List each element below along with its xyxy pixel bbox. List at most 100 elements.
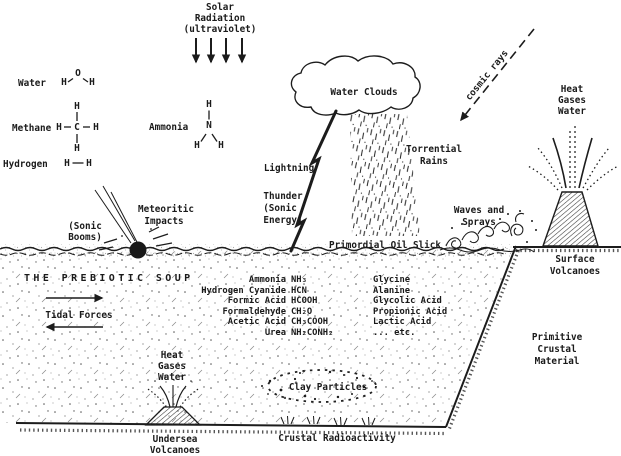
meteor-trail <box>94 189 132 244</box>
chemical-product: Propionic Acid <box>373 306 447 317</box>
solar-radiation-label: (ultraviolet) <box>184 24 257 35</box>
chemical-product: ... etc. <box>373 328 415 338</box>
slope-hatching <box>448 246 521 430</box>
atom-h: H <box>89 77 95 88</box>
ammonia-label: Ammonia <box>149 122 189 133</box>
atom-h: H <box>86 158 92 169</box>
land: Heat Gases Water Surface Volcanoes Primi… <box>527 84 619 367</box>
clay-dot <box>268 379 272 383</box>
soup-stipple-texture <box>0 248 513 427</box>
chemical-name: Ammonia <box>249 274 286 285</box>
chemical-name: Urea <box>265 328 286 338</box>
eruption-spray <box>527 165 559 191</box>
solar-radiation: Solar Radiation (ultraviolet) <box>184 2 257 64</box>
thunder-label: Thunder <box>263 191 303 202</box>
surface-volcanoes-label: Surface <box>555 254 595 265</box>
spray-dot <box>519 210 521 212</box>
lightning-bolt <box>289 109 338 253</box>
atom-h: H <box>74 101 80 112</box>
prebiotic-soup-title: THE PREBIOTIC SOUP <box>24 273 194 284</box>
waves-sprays-label: Waves and <box>454 205 504 216</box>
solar-radiation-label: Solar <box>206 2 234 13</box>
splash-stroke <box>148 226 160 233</box>
prebiotic-soup-region <box>0 248 513 427</box>
wave-scribble <box>477 225 494 237</box>
soup-content: THE PREBIOTIC SOUP Tidal Forces Ammonia … <box>24 273 447 403</box>
wave-scribble <box>510 223 524 237</box>
chemical-formula: HCOOH <box>291 296 317 306</box>
meteoritic-impact: Meteoritic Impacts (Sonic Booms) <box>68 185 194 259</box>
meteor-trail <box>102 185 136 242</box>
clay-dot <box>313 397 317 401</box>
water-label: Water <box>18 78 46 89</box>
chemical-formula: NH₂CONH₂ <box>291 328 333 338</box>
spray-dot <box>526 241 528 243</box>
thunder-label: Energy) <box>263 215 302 226</box>
chemical-product: Glycine <box>373 274 410 285</box>
spray-dot <box>451 227 453 229</box>
radioactivity-burst <box>280 415 295 425</box>
undersea-volcano-cone <box>144 406 202 426</box>
solar-radiation-label: Radiation <box>195 13 245 24</box>
splash-dot <box>121 235 123 237</box>
atom-h: H <box>56 122 62 133</box>
continental-slope-line <box>445 245 517 428</box>
bond <box>200 133 207 142</box>
spray-dot <box>154 380 156 382</box>
splash-stroke <box>98 246 114 251</box>
clay-dot <box>343 374 345 376</box>
clay-dot <box>362 385 366 389</box>
torrential-rains-label: Torrential <box>406 144 462 155</box>
undersea-volcano: Heat Gases Water Undersea Volcanoes <box>144 350 202 456</box>
sonic-booms-label: (Sonic <box>68 221 102 232</box>
rain-shower <box>350 114 420 236</box>
atom-h: H <box>61 77 67 88</box>
atom-n: N <box>206 120 212 131</box>
cosmic-rays-label: cosmic rays <box>463 48 510 103</box>
undersea-volcanoes-label: Undersea <box>153 434 198 445</box>
atom-h: H <box>93 122 99 133</box>
clay-dot <box>336 395 340 399</box>
wave-scribble <box>493 221 510 233</box>
torrential-rains-label: Rains <box>420 156 448 167</box>
chemical-name: Hydrogen Cyanide <box>201 285 286 296</box>
molecule-hydrogen: Hydrogen H H <box>3 158 92 170</box>
atom-h: H <box>64 158 70 169</box>
spray-dot <box>180 375 182 377</box>
chemical-name: Formic Acid <box>228 295 286 306</box>
tidal-forces-label: Tidal Forces <box>45 310 112 321</box>
primitive-crustal-label: Material <box>535 356 580 367</box>
seafloor: Heat Gases Water Undersea Volcanoes Crus… <box>15 245 621 456</box>
meteoritic-impacts-label: Impacts <box>144 216 183 227</box>
seafloor-hatching <box>19 428 445 436</box>
clay-dot <box>284 397 286 399</box>
splash-stroke <box>155 242 173 247</box>
clay-dot <box>328 370 332 374</box>
eruption-jet <box>552 137 567 189</box>
spray-dot <box>461 223 463 225</box>
undersea-emission-label: Heat <box>161 350 183 361</box>
bond <box>67 77 74 83</box>
waves-sprays-label: Sprays <box>462 217 496 228</box>
spray-dot <box>190 380 192 382</box>
spray-dot <box>535 229 537 231</box>
soup-chemical-list: Ammonia NH₃ Glycine Hydrogen Cyanide HCN… <box>201 274 447 338</box>
lightning: Lightning Thunder (Sonic Energy) <box>263 109 338 253</box>
sonic-booms-label: Booms) <box>68 232 102 243</box>
spray-dot <box>531 220 533 222</box>
clay-cluster-ring <box>267 369 377 403</box>
clay-dot <box>267 393 269 395</box>
surface-emission-label: Heat <box>561 84 583 95</box>
radioactivity-burst <box>306 415 321 425</box>
bond <box>82 77 89 83</box>
primordial-oil-slick-label: Primordial Oil Slick <box>329 240 441 251</box>
surface-emission-label: Water <box>558 106 586 117</box>
molecule-water: Water H O H <box>18 68 95 89</box>
atom-o: O <box>75 68 81 79</box>
chemical-name: Acetic Acid <box>228 316 286 327</box>
hydrogen-label: Hydrogen <box>3 159 48 170</box>
chemical-product: Alanine <box>373 285 410 296</box>
splash-dot <box>150 228 152 230</box>
water-surface: Primordial Oil Slick <box>0 240 516 258</box>
clay-dot <box>351 393 353 395</box>
